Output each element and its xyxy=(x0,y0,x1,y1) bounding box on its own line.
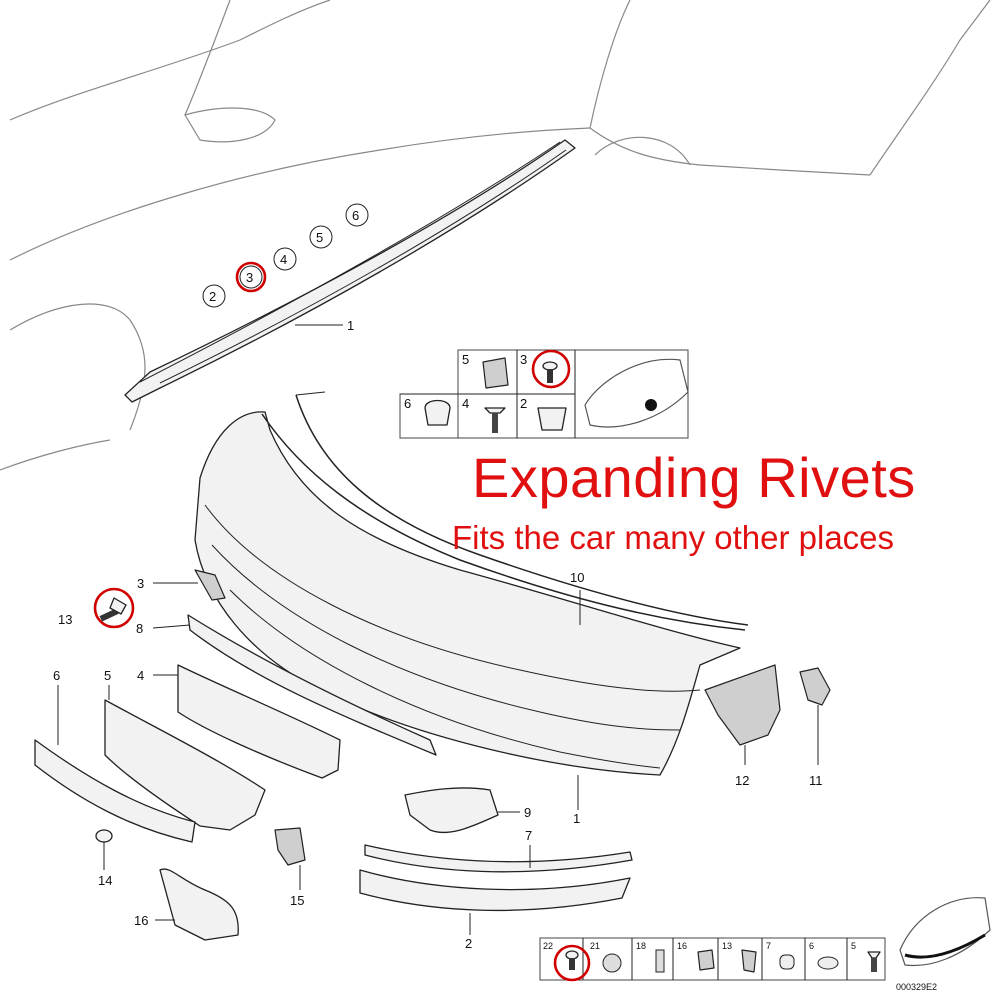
air-guide-9 xyxy=(404,787,499,834)
diagram-code: 000329E2 xyxy=(896,982,937,992)
callout-bumper-10: 10 xyxy=(570,570,584,585)
strip-callout-6: 6 xyxy=(809,941,814,951)
spoiler-2 xyxy=(359,869,631,912)
callout-bumper-2: 2 xyxy=(465,936,472,951)
strip-callout-5: 5 xyxy=(851,941,856,951)
clip-11 xyxy=(799,667,831,706)
inset-callout-2: 2 xyxy=(520,396,527,411)
bracket-3 xyxy=(194,569,226,601)
callout-bumper-4: 4 xyxy=(137,668,144,683)
inset-callout-4: 4 xyxy=(462,396,469,411)
side-callouts xyxy=(202,203,369,308)
lower-strip-6 xyxy=(34,739,196,843)
strip-rivet-highlight xyxy=(553,944,591,982)
inset-callout-5: 5 xyxy=(462,352,469,367)
inset-rivet-highlight xyxy=(531,349,571,389)
lip-strip-7 xyxy=(364,844,633,873)
inset-parts-table xyxy=(399,349,689,439)
grille-4 xyxy=(177,664,341,779)
headline: Expanding Rivets xyxy=(472,446,916,509)
pin-14 xyxy=(95,829,113,843)
strip-callout-21: 21 xyxy=(590,941,600,951)
callout-bumper-16: 16 xyxy=(134,913,148,928)
strip-callout-7: 7 xyxy=(766,941,771,951)
clip-15 xyxy=(274,827,306,866)
side-callout-3: 3 xyxy=(246,270,253,285)
bracket-12 xyxy=(704,664,781,746)
callout-bumper-9: 9 xyxy=(524,805,531,820)
callout-bumper-12: 12 xyxy=(735,773,749,788)
fastener-strip xyxy=(539,880,991,982)
side-callout-5: 5 xyxy=(316,230,323,245)
duct-16 xyxy=(159,868,239,941)
callout-side-1: 1 xyxy=(347,318,354,333)
callout-bumper-14: 14 xyxy=(98,873,112,888)
rivet-13-highlight xyxy=(93,587,135,629)
inset-callout-3: 3 xyxy=(520,352,527,367)
inset-callout-6: 6 xyxy=(404,396,411,411)
side-skirt xyxy=(124,139,576,403)
rivet-13 xyxy=(93,587,135,629)
callout-bumper-1: 1 xyxy=(573,811,580,826)
side-callout-6: 6 xyxy=(352,208,359,223)
callout-bumper-11: 11 xyxy=(809,773,823,788)
plate-carrier-5 xyxy=(104,699,266,831)
strip-callout-18: 18 xyxy=(636,941,646,951)
strip-callout-13: 13 xyxy=(722,941,732,951)
callout-bumper-7: 7 xyxy=(525,828,532,843)
callout-bumper-5: 5 xyxy=(104,668,111,683)
car-body-outline xyxy=(0,0,991,471)
callout-bumper-15: 15 xyxy=(290,893,304,908)
callout-bumper-3: 3 xyxy=(137,576,144,591)
strip-callout-16: 16 xyxy=(677,941,687,951)
subline: Fits the car many other places xyxy=(452,519,895,556)
side-rivet-highlight xyxy=(235,261,267,293)
side-callout-2: 2 xyxy=(209,289,216,304)
strip-callout-22: 22 xyxy=(543,941,553,951)
callout-bumper-8: 8 xyxy=(136,621,143,636)
side-callout-4: 4 xyxy=(280,252,287,267)
strip-8 xyxy=(187,614,437,756)
callout-bumper-6: 6 xyxy=(53,668,60,683)
callout-bumper-13: 13 xyxy=(58,612,72,627)
